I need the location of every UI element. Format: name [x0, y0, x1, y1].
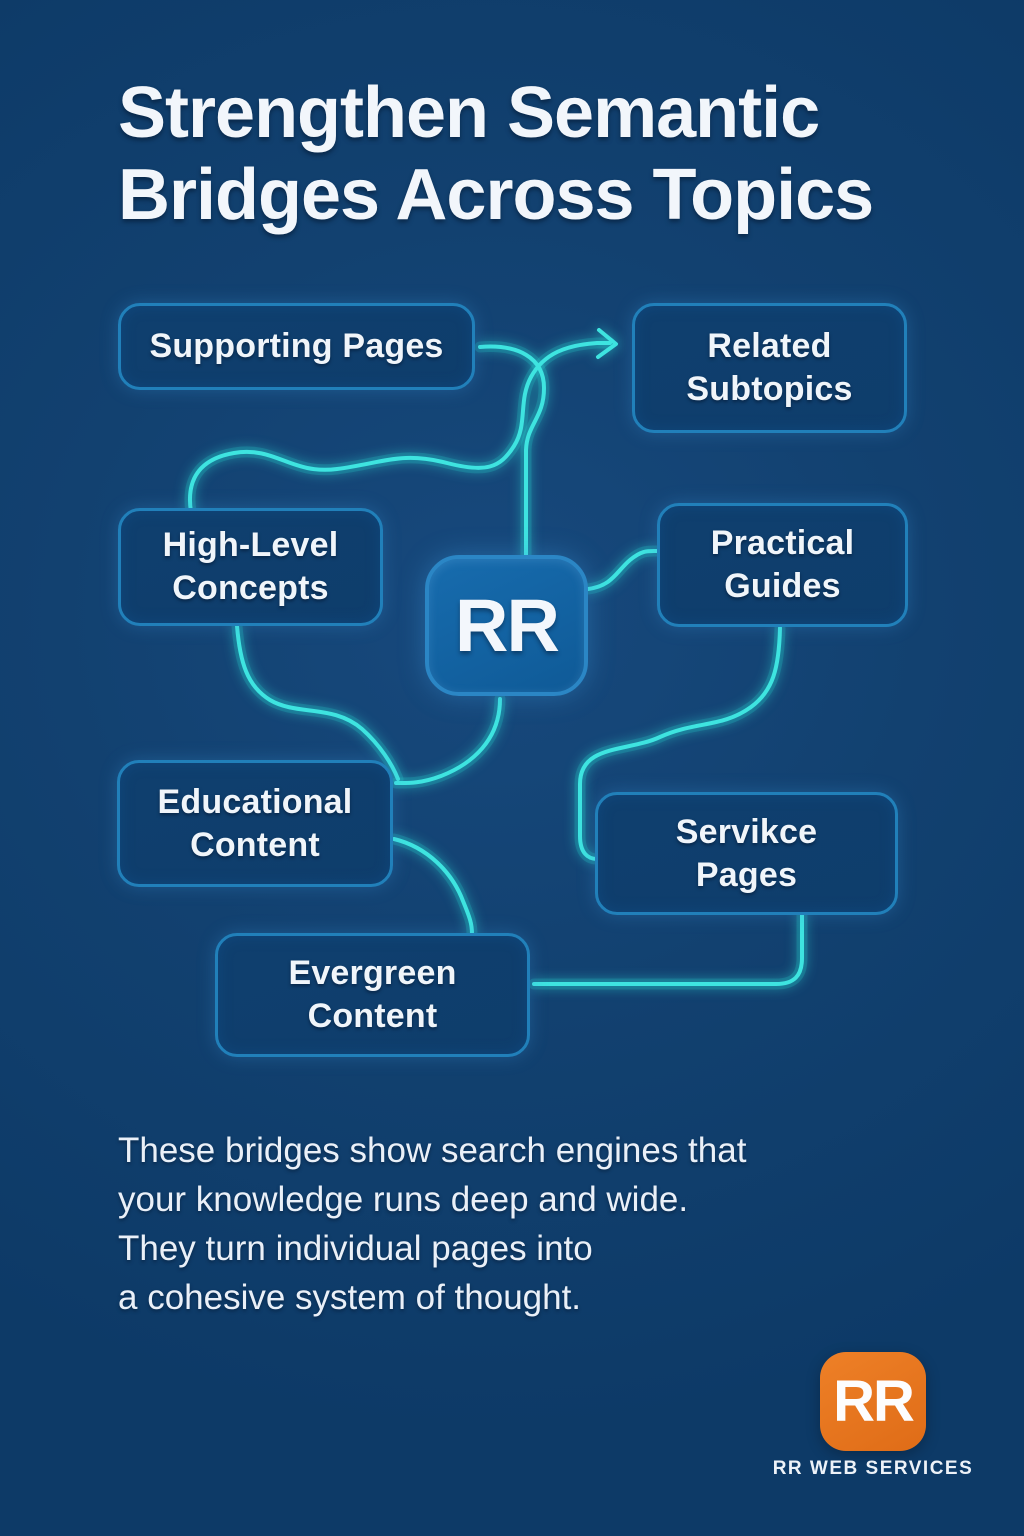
body-line-3: They turn individual pages into: [118, 1229, 593, 1268]
title-line-1: Strengthen Semantic: [118, 73, 820, 153]
node-label-service-pages: Servikce Pages: [675, 812, 818, 894]
wire-practical-to-service: [578, 626, 782, 861]
wire-service-to-evergreen: [532, 912, 804, 986]
node-evergreen-content: Evergreen Content: [215, 933, 530, 1057]
wire-educational-to-evergreen: [392, 837, 474, 936]
wire-center-to-educational: [394, 697, 502, 786]
body-line-1: These bridges show search engines that: [118, 1131, 747, 1170]
node-related-subtopics: Related Subtopics: [632, 303, 907, 433]
body-line-2: your knowledge runs deep and wide.: [118, 1180, 689, 1219]
node-high-level-concepts: High-Level Concepts: [118, 508, 383, 626]
title-line-2: Bridges Across Topics: [118, 155, 874, 235]
node-practical-guides: Practical Guides: [657, 503, 908, 627]
brand-logo-monogram: RR: [833, 1369, 915, 1434]
center-node-label: RR: [455, 584, 560, 667]
wire-highlevel-to-educational: [235, 624, 400, 781]
node-label-supporting-pages: Supporting Pages: [149, 327, 444, 366]
node-label-high-level-concepts: High-Level Concepts: [162, 526, 339, 607]
body-line-4: a cohesive system of thought.: [118, 1278, 582, 1317]
node-service-pages: Servikce Pages: [595, 792, 898, 915]
node-label-related-subtopics: Related Subtopics: [686, 327, 853, 408]
node-supporting-pages: Supporting Pages: [118, 303, 475, 390]
node-label-evergreen-content: Evergreen Content: [288, 954, 457, 1035]
brand-logo-icon: RR: [820, 1352, 926, 1451]
arrowhead-icon: [596, 328, 618, 359]
brand-name: RR WEB SERVICES: [772, 1458, 974, 1479]
wire-highlevel-to-related: [188, 341, 612, 514]
wire-center-to-practical: [586, 548, 659, 591]
wire-supporting-to-center: [478, 344, 546, 564]
node-label-educational-content: Educational Content: [157, 782, 353, 864]
body-paragraph: These bridges show search engines that y…: [118, 1126, 938, 1322]
node-label-practical-guides: Practical Guides: [710, 524, 855, 605]
node-educational-content: Educational Content: [117, 760, 393, 887]
page-title: Strengthen Semantic Bridges Across Topic…: [118, 72, 978, 236]
center-node-rr: RR: [425, 555, 588, 696]
